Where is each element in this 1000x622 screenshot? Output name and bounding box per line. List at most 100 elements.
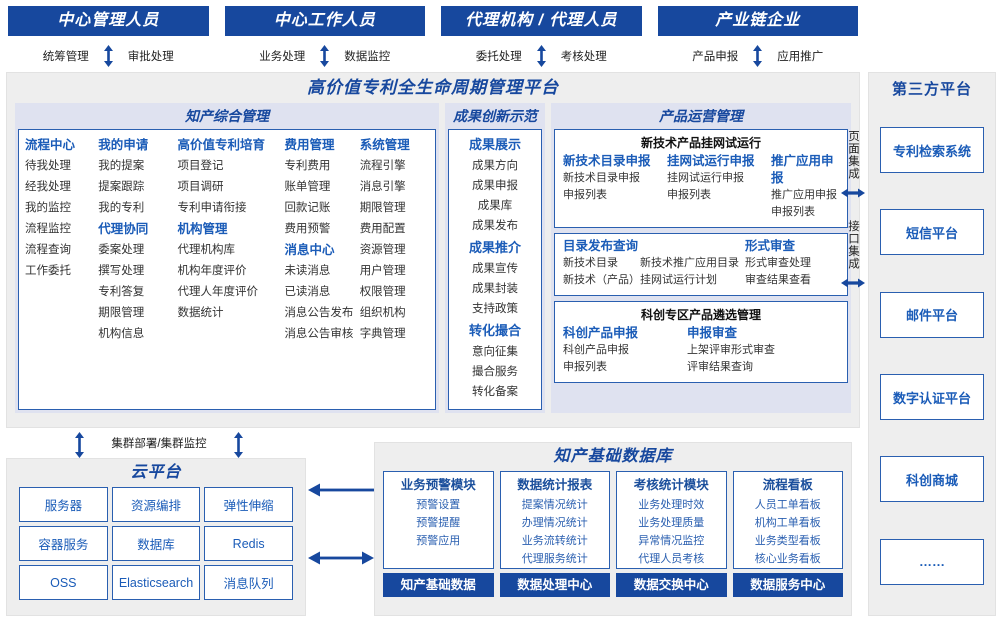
module-item[interactable]: 申报列表 <box>667 189 711 201</box>
database-card-item[interactable]: 机构工单看板 <box>754 517 821 529</box>
module-item[interactable]: 上架评审形式审查 <box>687 344 775 356</box>
module-item[interactable]: 撰写处理 <box>98 265 145 277</box>
module-item[interactable]: 代理机构库 <box>177 244 236 256</box>
module-item[interactable]: 专利费用 <box>284 160 331 172</box>
module-item[interactable]: 新技术（产品）挂网试运行计划 <box>563 274 717 286</box>
module-item[interactable]: 费用配置 <box>359 223 406 235</box>
module-item[interactable]: 数据统计 <box>177 307 224 319</box>
cloud-item-orchestration[interactable]: 资源编排 <box>111 487 201 522</box>
module-item[interactable]: 形式审查处理 <box>745 257 811 269</box>
module-header[interactable]: 成果推介 <box>468 240 521 255</box>
module-item[interactable]: 转化备案 <box>472 386 518 398</box>
database-card-item[interactable]: 异常情况监控 <box>638 535 705 547</box>
module-item[interactable]: 消息引擎 <box>359 181 406 193</box>
module-item[interactable]: 未读消息 <box>284 265 331 277</box>
module-item[interactable]: 成果宣传 <box>472 263 518 275</box>
third-party-item-more[interactable]: …… <box>880 538 984 585</box>
database-card-item[interactable]: 提案情况统计 <box>521 499 588 511</box>
module-item[interactable]: 经我处理 <box>25 181 71 193</box>
module-item[interactable]: 成果发布 <box>472 220 518 232</box>
module-item[interactable]: 字典管理 <box>359 328 406 340</box>
module-item[interactable]: 申报列表 <box>771 206 815 218</box>
module-item[interactable]: 项目调研 <box>177 181 224 193</box>
database-footer-service-center[interactable]: 数据服务中心 <box>732 573 843 597</box>
module-item[interactable]: 成果库 <box>477 200 513 212</box>
module-header[interactable]: 代理协同 <box>98 222 149 236</box>
role-title-agency[interactable]: 代理机构 / 代理人员 <box>441 6 642 36</box>
cloud-item-server[interactable]: 服务器 <box>19 487 108 522</box>
database-card-item[interactable]: 代理人员考核 <box>638 553 705 565</box>
module-header[interactable]: 成果展示 <box>468 137 521 152</box>
cloud-item-autoscaling[interactable]: 弹性伸缩 <box>204 487 293 522</box>
module-item[interactable]: 我的专利 <box>98 202 145 214</box>
module-item[interactable]: 专利申请衔接 <box>177 202 247 214</box>
third-party-item-digital-cert[interactable]: 数字认证平台 <box>880 374 984 421</box>
cloud-item-container[interactable]: 容器服务 <box>19 526 108 561</box>
database-card-item[interactable]: 预警应用 <box>416 535 461 547</box>
database-card-item[interactable]: 核心业务看板 <box>754 553 821 565</box>
third-party-item-sci-mall[interactable]: 科创商城 <box>880 456 984 503</box>
database-card-item[interactable]: 预警设置 <box>416 499 461 511</box>
module-item[interactable]: 新技术目录申报 <box>563 172 640 184</box>
module-item[interactable]: 代理人年度评价 <box>177 286 259 298</box>
third-party-item-sms[interactable]: 短信平台 <box>880 209 984 256</box>
third-party-item-email[interactable]: 邮件平台 <box>880 291 984 338</box>
module-header[interactable]: 挂网试运行申报 <box>667 154 755 168</box>
module-header[interactable]: 科创产品申报 <box>563 326 639 340</box>
module-item[interactable]: 已读消息 <box>284 286 331 298</box>
module-item[interactable]: 回款记账 <box>284 202 331 214</box>
module-item[interactable]: 支持政策 <box>472 303 518 315</box>
module-item[interactable]: 账单管理 <box>284 181 331 193</box>
module-header[interactable]: 申报审查 <box>687 326 738 340</box>
database-footer-exchange-center[interactable]: 数据交换中心 <box>616 573 727 597</box>
cloud-item-oss[interactable]: OSS <box>19 565 108 600</box>
module-item[interactable]: 成果申报 <box>472 180 518 192</box>
module-item[interactable]: 我的提案 <box>98 160 145 172</box>
module-item[interactable]: 组织机构 <box>359 307 406 319</box>
module-header[interactable]: 费用管理 <box>284 138 335 152</box>
cloud-item-redis[interactable]: Redis <box>204 526 293 561</box>
module-item[interactable]: 意向征集 <box>472 346 518 358</box>
database-footer-processing-center[interactable]: 数据处理中心 <box>499 573 610 597</box>
module-item[interactable]: 消息公告审核 <box>284 328 354 340</box>
database-card-item[interactable]: 预警提醒 <box>416 517 461 529</box>
module-header[interactable]: 转化撮合 <box>468 323 521 338</box>
module-item[interactable]: 撮合服务 <box>472 366 518 378</box>
module-header[interactable]: 系统管理 <box>359 138 410 152</box>
module-header[interactable]: 形式审查 <box>745 239 796 253</box>
third-party-item-patent-search[interactable]: 专利检索系统 <box>880 127 984 174</box>
module-item[interactable]: 机构信息 <box>98 328 145 340</box>
module-header[interactable]: 机构管理 <box>177 222 228 236</box>
database-card-item[interactable]: 办理情况统计 <box>521 517 588 529</box>
module-item[interactable]: 成果方向 <box>472 160 518 172</box>
module-item[interactable]: 权限管理 <box>359 286 406 298</box>
role-title-center-staff[interactable]: 中心工作人员 <box>224 6 425 36</box>
module-item[interactable]: 费用预警 <box>284 223 331 235</box>
database-card-item[interactable]: 人员工单看板 <box>754 499 821 511</box>
module-item[interactable]: 评审结果查询 <box>687 361 753 373</box>
module-header[interactable]: 高价值专利培育 <box>177 138 266 152</box>
module-item[interactable]: 期限管理 <box>98 307 145 319</box>
module-header[interactable]: 目录发布查询 <box>563 239 639 253</box>
module-header[interactable]: 消息中心 <box>284 243 335 257</box>
module-item[interactable]: 推广应用申报 <box>771 189 837 201</box>
cloud-item-elasticsearch[interactable]: Elasticsearch <box>111 565 201 600</box>
module-item[interactable]: 资源管理 <box>359 244 406 256</box>
module-header[interactable]: 流程中心 <box>25 138 76 152</box>
module-header[interactable]: 推广应用申报 <box>771 154 834 185</box>
module-item[interactable]: 申报列表 <box>563 189 607 201</box>
module-item[interactable]: 申报列表 <box>563 361 607 373</box>
module-item[interactable]: 流程引擎 <box>359 160 406 172</box>
database-card-header[interactable]: 流程看板 <box>762 478 813 492</box>
module-item[interactable]: 委案处理 <box>98 244 145 256</box>
module-item[interactable]: 我的监控 <box>25 202 71 214</box>
module-item[interactable]: 提案跟踪 <box>98 181 145 193</box>
module-item[interactable]: 成果封装 <box>472 283 518 295</box>
database-footer-basic-data[interactable]: 知产基础数据 <box>383 573 494 597</box>
database-card-item[interactable]: 业务处理时效 <box>638 499 705 511</box>
role-title-center-admin[interactable]: 中心管理人员 <box>8 6 209 36</box>
module-item[interactable]: 流程查询 <box>25 244 71 256</box>
database-card-header[interactable]: 考核统计模块 <box>633 478 709 492</box>
module-item[interactable]: 消息公告发布 <box>284 307 354 319</box>
module-item[interactable]: 用户管理 <box>359 265 406 277</box>
